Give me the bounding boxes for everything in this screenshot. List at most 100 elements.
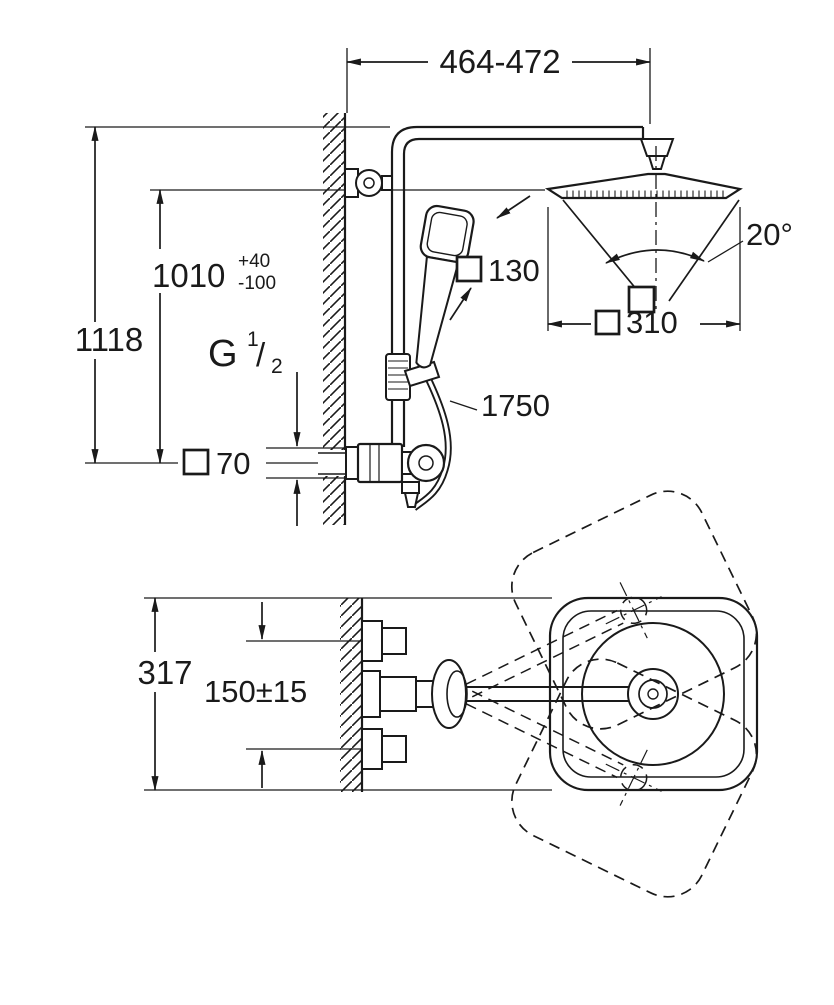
hand-shower-rotated [415, 204, 475, 369]
depth-label: 317 [137, 654, 192, 691]
mixer-knob [406, 443, 446, 483]
hose-highlight [413, 369, 450, 510]
square-symbol-130-icon [455, 255, 483, 283]
mixer-side [318, 442, 446, 508]
mixer-escutcheon [361, 670, 381, 718]
swivel-range-up [465, 490, 758, 730]
swivel-head-outline [510, 658, 758, 898]
mixer-outlet [401, 481, 420, 494]
leader-arrow-top [496, 195, 531, 219]
swivel-head-outline [510, 490, 758, 730]
label-bg [428, 45, 572, 80]
hand-shower-handle [415, 255, 460, 369]
extension-lines [85, 48, 651, 464]
label-bg [146, 249, 304, 293]
thread-label: G 1 / 2 [208, 328, 283, 378]
head-inner-outline [562, 610, 745, 778]
spray-angle-label: 20° [746, 217, 793, 252]
swivel-arm [465, 609, 624, 698]
width-label: 464-472 [439, 43, 560, 80]
swivel-bell-outer [431, 659, 467, 729]
glider-knurl [388, 360, 408, 390]
wall-bracket [344, 168, 393, 198]
thread-denominator: 2 [271, 355, 283, 378]
extension-lines [266, 447, 346, 479]
swivel-center-circle [619, 596, 648, 625]
head-shower-width-label: 310 [626, 305, 678, 340]
shower-pipe [390, 125, 645, 447]
pipe-outer [390, 125, 643, 447]
square-symbol-310-icon [594, 309, 621, 336]
label-bg [128, 652, 202, 692]
hose-length-label: 1750 [481, 388, 550, 423]
tolerance-minus-label: -100 [238, 273, 276, 294]
elevation-view: 20° 310 [64, 43, 793, 526]
swivel-range-down [465, 658, 758, 898]
escutcheon-label: 70 [216, 446, 250, 481]
supply-block-top-cap [381, 627, 407, 655]
mixer-knob-center [418, 455, 434, 471]
hand-shower-face-inner [426, 211, 468, 257]
swivel-center-circle [619, 763, 648, 792]
total-height-label: 1118 [75, 321, 144, 358]
head-height-label: 1010 [152, 257, 225, 294]
dim-total-height-label: 1118 [64, 321, 154, 359]
spray-face-texture [566, 190, 724, 197]
supply-spacing-label: 150±15 [204, 674, 307, 709]
dim-hose-length: 1750 [449, 388, 550, 423]
thread-letter: G [208, 333, 238, 375]
hand-shower-width-label: 130 [488, 253, 540, 288]
supply-block-top [361, 620, 383, 662]
swivel-arm [465, 690, 624, 779]
supply-block-bottom [361, 728, 383, 770]
leader-arrow-bottom [449, 287, 472, 321]
angle-arc [605, 249, 705, 264]
dim-head-height-label: 1010 +40 -100 [146, 249, 304, 294]
hose-length-leader [449, 400, 478, 411]
dim-hand-shower-width: 130 [449, 195, 540, 321]
arm-hub-center [647, 688, 659, 700]
mixer-body-seams [369, 444, 380, 482]
hose [411, 368, 452, 511]
tolerance-plus-label: +40 [238, 251, 270, 272]
arm-hub-outer [627, 668, 679, 720]
plan-view: 317 150±15 [128, 490, 759, 898]
supply-stub-lines [318, 452, 346, 475]
swivel-center-cross [605, 582, 662, 639]
head-connector-cone [647, 155, 667, 170]
wall-hatching [323, 113, 345, 525]
dim-supply-spacing-label: 150±15 [204, 674, 307, 709]
spray-cone-lines [562, 199, 740, 302]
bracket-disc [355, 169, 383, 197]
angle-leader [707, 240, 744, 263]
supply-block-bottom-cap [381, 735, 407, 763]
swivel-bell-inner [446, 670, 468, 718]
wall-section-plan [340, 598, 364, 792]
mixer-body [356, 442, 404, 484]
pipe-inner [402, 137, 643, 447]
bracket-disc-center [363, 177, 375, 189]
mixer-plan [361, 620, 468, 770]
swivel-center-cross [605, 749, 662, 806]
bracket-arm [381, 175, 393, 191]
head-shower-side [544, 138, 743, 312]
dim-width-label: 464-472 [428, 43, 572, 80]
spray-face-circle [581, 622, 725, 766]
square-symbol-70-icon [182, 448, 210, 476]
thread-slash: / [256, 336, 266, 373]
hose-nipple [403, 492, 420, 508]
mixer-body-plan [379, 676, 417, 712]
head-connector-nut [639, 138, 675, 157]
mixer-flange [345, 446, 359, 480]
dim-escutcheon: 70 [178, 372, 346, 526]
extension-lines [547, 207, 741, 331]
hand-shower [385, 204, 475, 401]
supply-stub-bg [318, 450, 346, 476]
thread-numerator: 1 [247, 328, 259, 351]
label-bg [64, 322, 154, 359]
square-symbol-spray-icon [627, 285, 656, 314]
dim-depth-label: 317 [128, 652, 202, 692]
wall-hatching [340, 598, 362, 792]
